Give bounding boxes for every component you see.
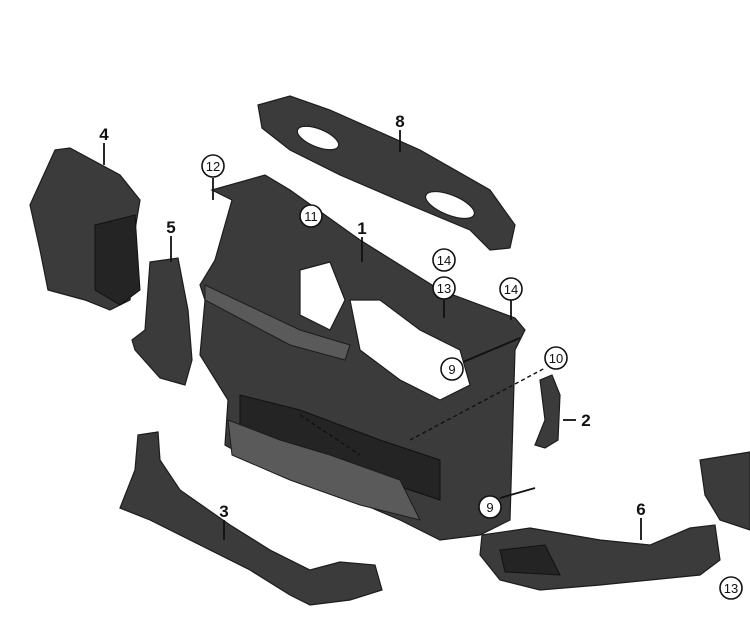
part-8-upper-cover <box>257 95 516 251</box>
part-5-small-duct <box>131 257 193 386</box>
callout-4: 4 <box>99 125 109 144</box>
callout-9-b: 9 <box>478 495 502 519</box>
callout-1: 1 <box>357 219 366 238</box>
callout-14-a-label: 14 <box>437 253 451 268</box>
callout-13-a: 13 <box>432 276 456 300</box>
callout-13-a-label: 13 <box>437 281 451 296</box>
callout-9-b-label: 9 <box>486 500 493 515</box>
callout-14-a: 14 <box>432 248 456 272</box>
callout-10-label: 10 <box>549 351 563 366</box>
callout-10: 10 <box>544 346 568 370</box>
callout-14-b-label: 14 <box>504 282 518 297</box>
callout-3: 3 <box>219 502 228 521</box>
part-4-left-air-duct <box>29 147 141 311</box>
part-3-lower-guide <box>119 431 383 606</box>
callout-8: 8 <box>395 112 404 131</box>
callout-5: 5 <box>166 218 175 237</box>
callout-2: 2 <box>581 411 590 430</box>
part-right-edge-fragment <box>699 451 750 531</box>
callout-6: 6 <box>636 500 645 519</box>
callout-13-b: 13 <box>719 576 743 600</box>
part-1-front-carrier <box>199 174 546 541</box>
part-2-side-bracket <box>534 374 561 449</box>
leader-lines <box>103 130 642 540</box>
callout-9-a-label: 9 <box>448 362 455 377</box>
callout-11-label: 11 <box>304 209 318 224</box>
part-6-lower-right-duct <box>479 524 721 591</box>
callout-12-label: 12 <box>206 159 220 174</box>
callout-11: 11 <box>299 204 323 228</box>
callout-9-a: 9 <box>440 357 464 381</box>
callout-12: 12 <box>201 154 225 178</box>
callout-14-b: 14 <box>499 277 523 301</box>
callout-13-b-label: 13 <box>724 581 738 596</box>
